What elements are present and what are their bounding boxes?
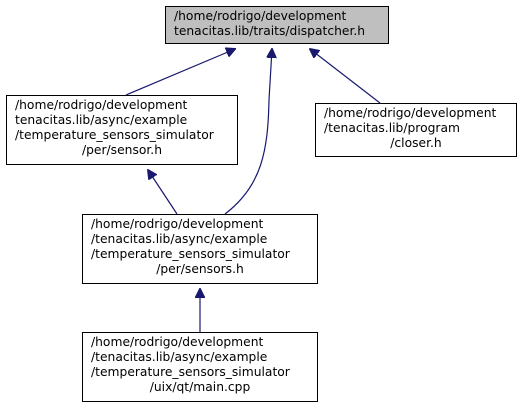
node-label-line: /uix/qt/main.cpp (149, 380, 251, 394)
node-label-line: /tenacitas.lib/async/example (91, 350, 268, 364)
node-dispatcher-h[interactable]: /home/rodrigo/development tenacitas.lib/… (165, 6, 389, 44)
node-label-line: /closer.h (390, 136, 442, 150)
node-label-line: /tenacitas.lib/async/example (91, 232, 268, 246)
edge-closer-to-dispatcher (310, 49, 381, 104)
node-sensor-h[interactable]: /home/rodrigo/development tenacitas.lib/… (6, 95, 238, 165)
node-label-line: /tenacitas.lib/program (324, 121, 460, 135)
edge-sensor-to-dispatcher (125, 49, 235, 96)
node-label-line: /home/rodrigo/development (15, 98, 188, 112)
node-label-line: /temperature_sensors_simulator (91, 247, 290, 261)
node-label-line: /home/rodrigo/development (91, 217, 264, 231)
node-main-cpp[interactable]: /home/rodrigo/development /tenacitas.lib… (82, 332, 318, 402)
node-label-line: /home/rodrigo/development (324, 106, 497, 120)
edge-sensors-to-sensor (148, 170, 178, 215)
edge-sensors-to-dispatcher (224, 49, 272, 215)
node-label-line: /home/rodrigo/development (174, 9, 347, 23)
node-label-line: /home/rodrigo/development (91, 335, 264, 349)
node-sensors-h[interactable]: /home/rodrigo/development /tenacitas.lib… (82, 214, 318, 284)
node-label-line: tenacitas.lib/traits/dispatcher.h (174, 24, 366, 38)
node-label-line: /temperature_sensors_simulator (91, 365, 290, 379)
node-label-line: /per/sensor.h (81, 143, 163, 157)
node-label-line: /per/sensors.h (156, 262, 244, 276)
node-label-line: /temperature_sensors_simulator (15, 128, 214, 142)
node-label-line: tenacitas.lib/async/example (15, 113, 188, 127)
node-closer-h[interactable]: /home/rodrigo/development /tenacitas.lib… (315, 103, 517, 157)
